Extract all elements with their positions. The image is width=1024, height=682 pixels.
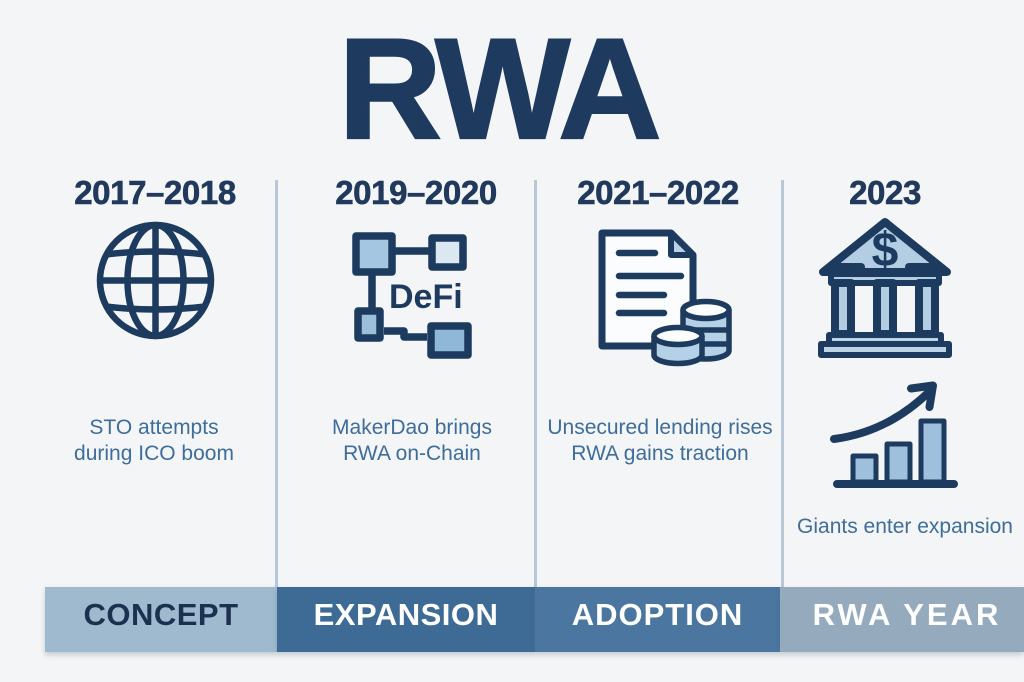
svg-text:$: $: [872, 224, 899, 277]
svg-text:DeFi: DeFi: [389, 278, 463, 316]
